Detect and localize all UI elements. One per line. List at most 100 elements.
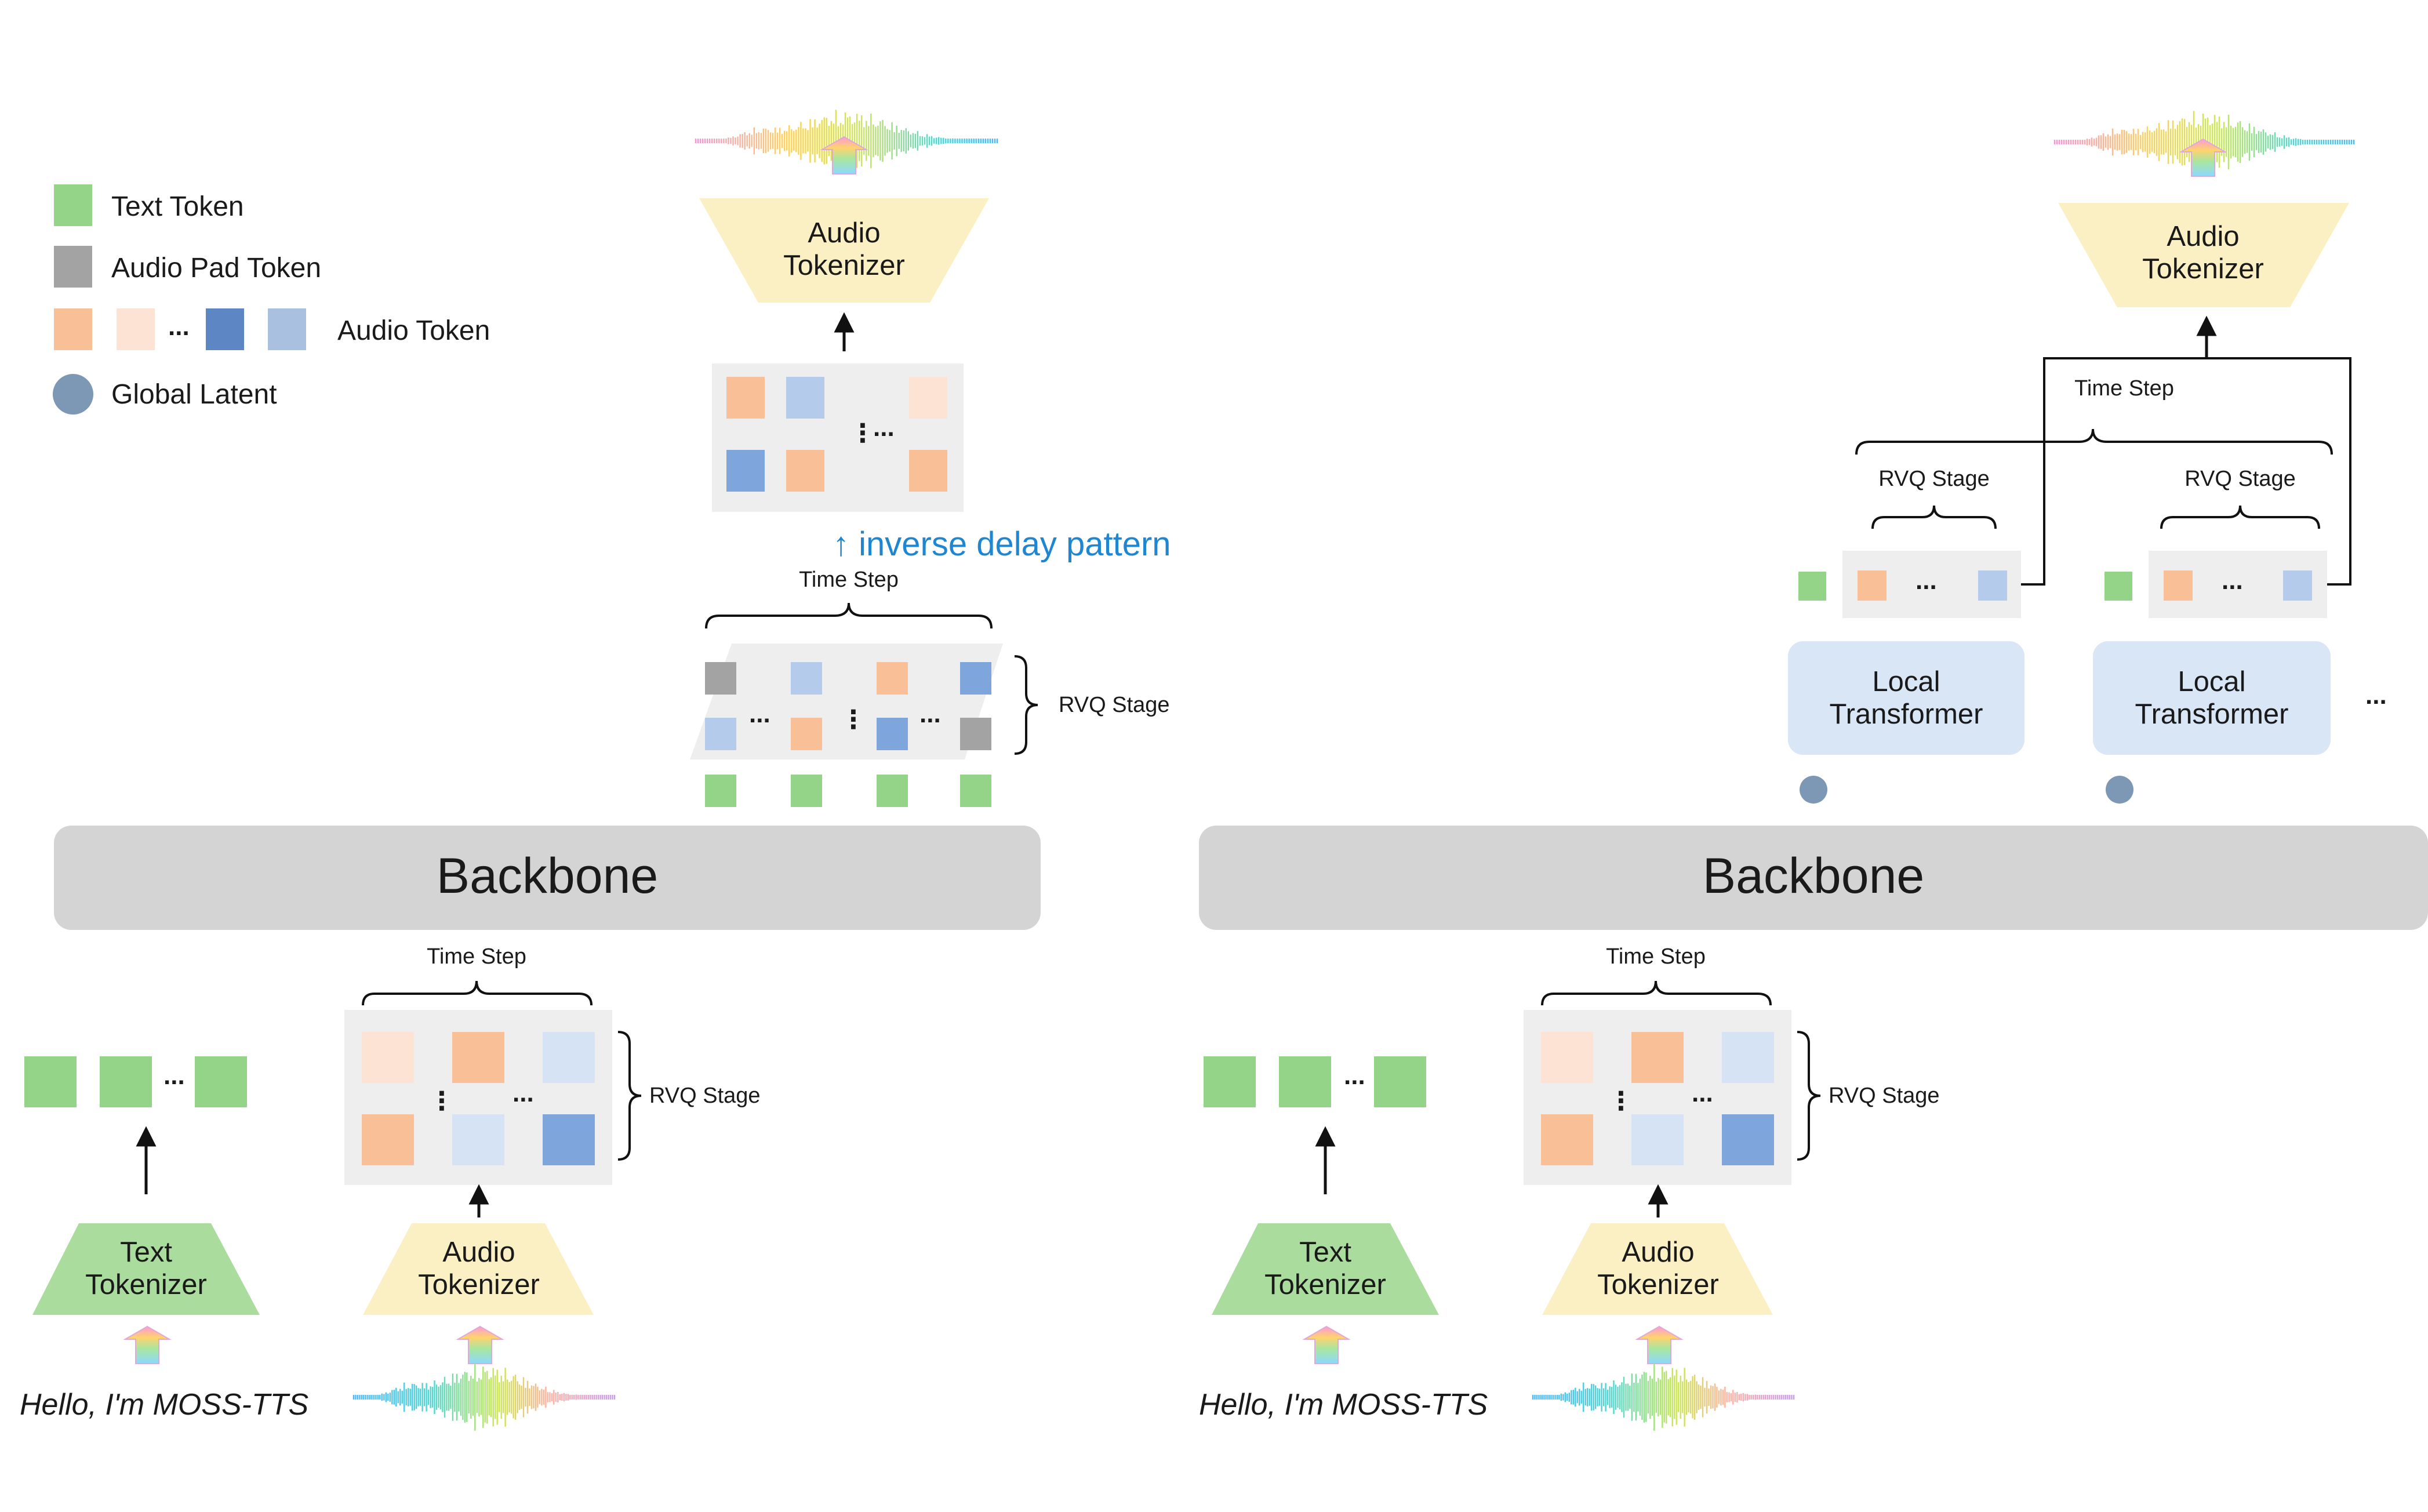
left-input-audio-tokenizer [363,1223,594,1315]
left-top-time-step-label: Time Step [799,568,899,592]
left-delay-vdots: ⋮ [841,706,866,734]
left-backbone [54,826,1041,930]
legend-audio-pad-label: Audio Pad Token [111,253,321,284]
left-decoded-token [726,377,765,419]
right-input-waveform [1532,1364,1795,1431]
left-top-rvq-brace [1014,655,1038,755]
right-input-audio-token [1722,1114,1774,1165]
left-delay-token [960,662,991,695]
right-backbone-label: Backbone [1703,848,1925,904]
right-stage2-text-token [2104,572,2132,601]
right-output-audio-tokenizer-line2: Tokenizer [2142,253,2264,285]
right-text-input-rainbow-arrow [1302,1325,1351,1364]
left-input-audio-tokenizer-line1: Audio [442,1237,515,1268]
left-delay-token [705,662,736,695]
left-decoded-token [726,450,765,492]
right-input-audio-token [1722,1032,1774,1083]
right-input-audio-token [1541,1032,1593,1083]
left-delay-token [705,718,736,750]
left-output-rainbow-arrow [820,136,868,175]
right-stage1-ellipsis: ... [1915,566,1937,595]
left-input-text-token [195,1056,247,1107]
right-panel: Audio Tokenizer Time Step RVQ Stage ... … [1199,111,2428,1431]
right-stage1-text-token [1798,572,1826,601]
left-input-audio-token [543,1114,595,1165]
right-input-audio-token [1631,1114,1684,1165]
left-delay-token [960,718,991,750]
right-stage1-token [1978,570,2007,601]
left-bottom-time-step-brace [362,980,593,1006]
left-input-audio-vdots: ⋮ [429,1087,455,1115]
right-text-tokenizer-line1: Text [1299,1237,1351,1268]
left-delay-token [877,662,908,695]
legend-audio-pad-swatch [54,246,92,288]
left-input-text-token [100,1056,152,1107]
inverse-delay-pattern-label: ↑ inverse delay pattern [833,525,1171,563]
right-stage2-token [2164,570,2193,601]
legend-text-token-label: Text Token [111,191,244,222]
right-text-tokenizer [1212,1223,1439,1315]
left-bottom-rvq-stage-label: RVQ Stage [649,1084,761,1108]
right-rvq-brace-1 [1871,505,1997,529]
left-decoded-token [909,450,947,492]
right-local-transformer-2 [2093,641,2331,755]
right-input-text-token [1279,1056,1331,1107]
left-input-audio-tokenizer-line2: Tokenizer [418,1269,540,1300]
left-decoded-vdots: ⋮ [850,419,875,448]
right-bottom-time-step-label: Time Step [1606,944,1706,969]
left-input-text: Hello, I'm MOSS-TTS [20,1388,309,1422]
legend-audio-token-label: Audio Token [337,315,490,346]
right-bottom-time-step-brace [1541,980,1772,1006]
right-input-audio-vdots: ⋮ [1608,1087,1634,1115]
left-delay-ellipsis: ... [919,700,941,728]
legend: Text Token Audio Pad Token ... Audio Tok… [53,184,490,415]
left-bottom-rvq-brace [617,1031,642,1161]
left-output-audio-tokenizer [699,198,989,303]
left-text-tokenizer [32,1223,260,1315]
left-bottom-time-step-label: Time Step [427,944,526,969]
left-output-audio-tokenizer-line2: Tokenizer [783,250,905,281]
left-output-audio-tokenizer-line1: Audio [808,217,880,249]
right-input-text-ellipsis: ... [1344,1062,1365,1090]
left-decoded-ellipsis: ... [873,413,895,442]
right-output-rainbow-arrow [2179,138,2227,177]
right-local-transformer-2-line1: Local [2178,666,2245,697]
right-input-text: Hello, I'm MOSS-TTS [1199,1388,1488,1422]
left-backbone-output-text-token [877,775,908,807]
right-time-step-brace [1855,428,2333,455]
right-input-text-token [1374,1056,1426,1107]
left-input-audio-token [543,1032,595,1083]
legend-global-latent-swatch [53,374,93,415]
left-delay-token [791,662,822,695]
right-input-audio-tokenizer [1542,1223,1773,1315]
left-backbone-output-text-token [791,775,822,807]
left-input-waveform [352,1364,616,1431]
left-input-audio-token [362,1114,414,1165]
right-rvq-brace-2 [2160,505,2320,529]
right-rvq-stage-label-2: RVQ Stage [2185,467,2296,491]
legend-audio-swatch-orange [54,308,92,350]
left-delay-token [791,718,822,750]
right-text-tokenizer-line2: Tokenizer [1264,1269,1386,1300]
left-decoded-token [786,377,824,419]
left-delay-token [877,718,908,750]
left-decoded-token [909,377,947,419]
left-panel: Audio Tokenizer ⋮ ... ↑ inverse delay pa… [20,110,1171,1431]
right-connector-stage1 [1998,357,2351,586]
right-bottom-rvq-stage-label: RVQ Stage [1829,1084,1940,1108]
left-input-text-ellipsis: ... [163,1062,185,1090]
right-local-transformer-1-line1: Local [1872,666,1940,697]
left-backbone-label: Backbone [437,848,659,904]
left-backbone-output-text-token [705,775,736,807]
right-input-text-token [1204,1056,1256,1107]
right-input-audio-tokenizer-line2: Tokenizer [1597,1269,1719,1300]
right-input-audio-tokenizer-line1: Audio [1622,1237,1694,1268]
legend-audio-swatch-orange-light [117,308,155,350]
right-audio-input-rainbow-arrow [1635,1325,1684,1364]
right-output-audio-tokenizer [2058,203,2349,307]
left-backbone-output-text-token [960,775,991,807]
left-top-time-step-brace [705,602,993,629]
legend-audio-swatch-blue-light [268,308,306,350]
right-local-transformer-2-line2: Transformer [2135,699,2288,730]
